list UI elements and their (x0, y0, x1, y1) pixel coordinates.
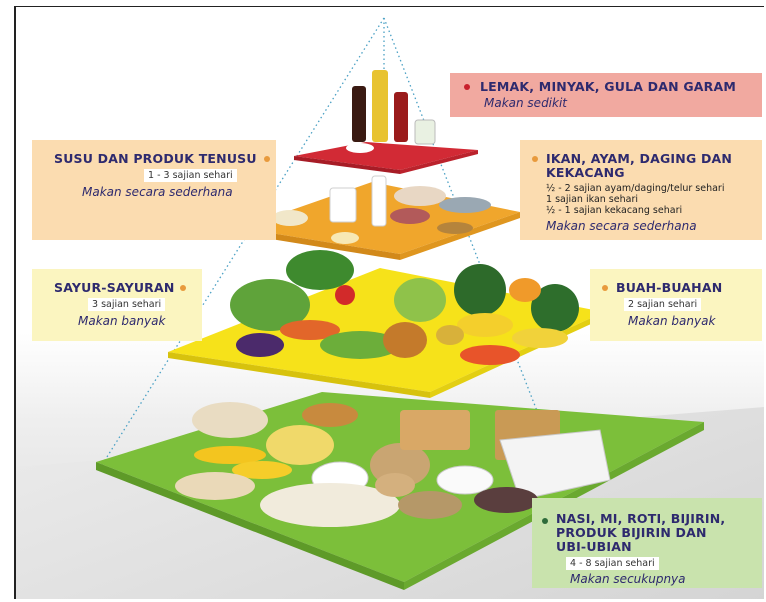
eggs-shape (331, 232, 359, 244)
protein-label-box: IKAN, AYAM, DAGING DAN KEKACANG ½ - 2 sa… (520, 140, 762, 240)
flour-bowl-shape (436, 465, 494, 495)
fruits-title: BUAH-BUAHAN (616, 280, 723, 295)
vegetables-label-box: SAYUR-SAYURAN 3 sajian sehari Makan bany… (32, 269, 202, 341)
tier-fats (294, 70, 478, 174)
protein-title-line1: IKAN, AYAM, DAGING DAN (546, 151, 733, 166)
vegetables-title: SAYUR-SAYURAN (54, 280, 175, 295)
tier-dairy-protein (240, 175, 520, 260)
fats-note: Makan sedikit (484, 96, 568, 110)
corn-shape (194, 446, 266, 464)
milk-glass-shape (329, 187, 357, 223)
oats-shape (398, 491, 462, 519)
protein-title-line2: KEKACANG (546, 165, 625, 180)
grains-note: Makan secukupnya (570, 572, 686, 586)
biscuits-shape (302, 403, 358, 427)
pumpkin-shape (383, 322, 427, 358)
grains-title-line3: UBI-UBIAN (556, 539, 632, 554)
chicken-shape (394, 186, 446, 206)
pyramid-outline (99, 17, 561, 471)
vegetables-note: Makan banyak (78, 314, 166, 328)
milk-bottle-shape (371, 175, 387, 227)
orange-dot-icon (602, 285, 608, 291)
protein-note: Makan secara sederhana (546, 219, 697, 233)
soy-sauce-bottle-shape (352, 86, 366, 142)
grains-label-box: NASI, MI, ROTI, BIJIRIN, PRODUK BIJIRIN … (532, 498, 762, 588)
legumes-shape (437, 222, 473, 234)
dairy-label-box: SUSU DAN PRODUK TENUSU 1 - 3 sajian seha… (32, 140, 276, 240)
protein-serving-line2: 1 sajian ikan sehari (546, 194, 638, 205)
fruits-serving: 2 sajian sehari (624, 298, 702, 311)
flatbread-shape (175, 472, 255, 500)
bread-slices-shape (400, 410, 470, 450)
grains-title-line1: NASI, MI, ROTI, BIJIRIN, (556, 511, 726, 526)
noodles-shape (266, 425, 334, 465)
fruits-note: Makan banyak (628, 314, 716, 328)
sauce-bottle-shape (394, 92, 408, 142)
leafy-greens-shape (230, 279, 310, 331)
grains-title-line2: PRODUK BIJIRIN DAN (556, 525, 707, 540)
green-dot-icon (542, 518, 548, 524)
orange-dot-icon (180, 285, 186, 291)
eggplant-shape (236, 333, 284, 357)
watermelon-shape (531, 284, 579, 332)
tomato-shape (335, 285, 355, 305)
fish-shape (439, 197, 491, 213)
red-dot-icon (464, 84, 470, 90)
rice-pile-shape (260, 483, 400, 527)
dairy-title: SUSU DAN PRODUK TENUSU (54, 151, 257, 166)
grains-serving: 4 - 8 sajian sehari (566, 557, 659, 570)
orange-shape (509, 278, 541, 302)
tier-grains (96, 392, 704, 590)
cheese-shape (272, 210, 308, 226)
black-rice-shape (474, 487, 538, 513)
dairy-note: Makan secara sederhana (82, 185, 233, 199)
papaya-shape (460, 345, 520, 365)
fats-title: LEMAK, MINYAK, GULA DAN GARAM (480, 79, 737, 94)
dairy-serving: 1 - 3 sajian sehari (144, 169, 237, 182)
long-beans-shape (320, 331, 400, 359)
tier-vegetables-fruits (168, 250, 604, 398)
fruits-label-box: BUAH-BUAHAN 2 sajian sehari Makan banyak (590, 269, 762, 341)
cabbage-shape (394, 278, 446, 322)
orange-dot-icon (264, 156, 270, 162)
orange-dot-icon (532, 156, 538, 162)
corn-shape (232, 461, 292, 479)
vegetables-serving: 3 sajian sehari (88, 298, 166, 311)
margarine-tub-shape (414, 119, 436, 145)
protein-serving-line3: ½ - 1 sajian kekacang sehari (546, 205, 683, 216)
meat-shape (390, 208, 430, 224)
bread-loaf-shape (192, 402, 268, 438)
bananas-shape (457, 313, 513, 337)
pineapple-shape (436, 325, 464, 345)
carrots-shape (280, 320, 340, 340)
fats-label-box: LEMAK, MINYAK, GULA DAN GARAM Makan sedi… (450, 73, 762, 117)
oil-bottle-shape (372, 70, 388, 142)
watermelon-shape (454, 264, 506, 316)
kale-shape (286, 250, 354, 290)
protein-serving-line1: ½ - 2 sajian ayam/daging/telur sehari (546, 183, 725, 194)
rice-sack-shape (499, 429, 611, 501)
bananas-shape (512, 328, 568, 348)
sugar-shape (346, 143, 374, 153)
